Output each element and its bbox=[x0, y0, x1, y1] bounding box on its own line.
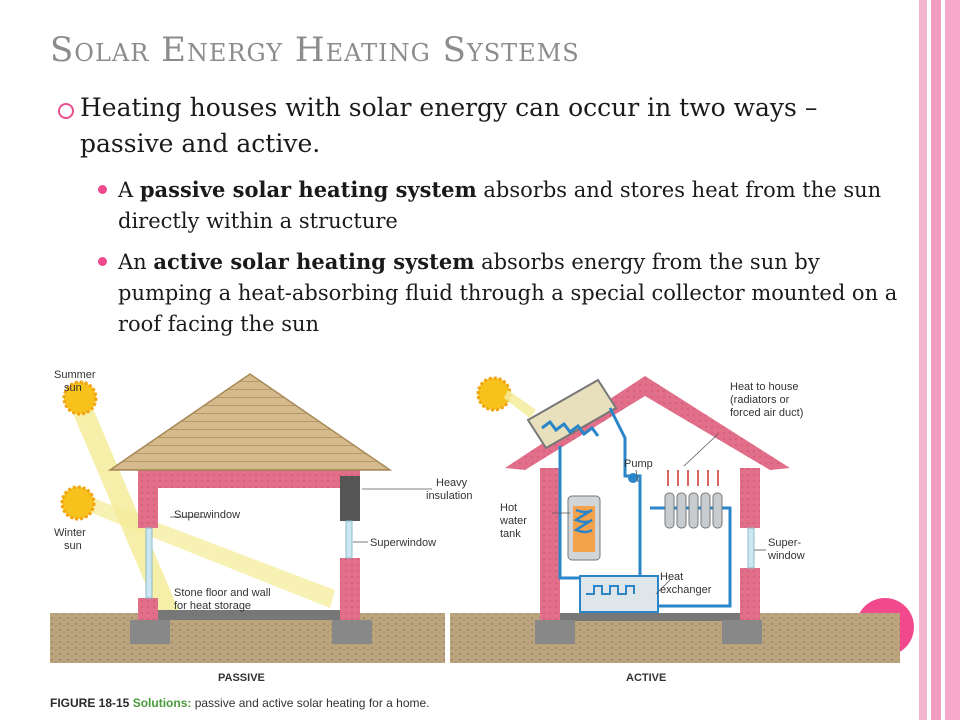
super-window-label: Super- bbox=[768, 537, 801, 549]
figure-number: FIGURE 18-15 bbox=[50, 696, 130, 710]
summer-sun-icon bbox=[62, 380, 98, 416]
wall bbox=[138, 468, 158, 528]
heavy-insulation-label: Heavy bbox=[436, 477, 468, 489]
stone-floor bbox=[158, 610, 340, 620]
foundation bbox=[535, 620, 575, 644]
figure-caption-text: passive and active solar heating for a h… bbox=[191, 696, 430, 710]
active-house: Heat to house (radiators or forced air d… bbox=[450, 376, 900, 684]
heavy-insulation-label: insulation bbox=[426, 490, 472, 502]
hot-water-tank-label: Hot bbox=[500, 502, 517, 514]
passive-house: Summer sun Winter sun Superwindow Superw… bbox=[50, 369, 472, 684]
superwindow-label: Superwindow bbox=[370, 537, 436, 549]
decorative-border-stripe bbox=[919, 0, 927, 720]
decorative-border-stripe bbox=[945, 0, 960, 720]
wall bbox=[340, 558, 360, 620]
heat-arrows bbox=[667, 470, 719, 486]
figure-heading: Solutions: bbox=[132, 696, 192, 710]
foundation bbox=[130, 620, 170, 644]
sub-bullet-prefix: A bbox=[118, 178, 140, 202]
wall bbox=[340, 476, 360, 521]
roof bbox=[107, 373, 393, 471]
tank-coil-tube bbox=[573, 508, 593, 534]
stone-floor-label: for heat storage bbox=[174, 600, 251, 612]
stone-floor-label: Stone floor and wall bbox=[174, 587, 271, 599]
sub-bullet-passive: A passive solar heating system absorbs a… bbox=[98, 174, 898, 237]
decorative-border-gap bbox=[941, 0, 945, 720]
superwindow bbox=[145, 527, 153, 599]
solar-heating-figure: Summer sun Winter sun Superwindow Superw… bbox=[50, 358, 900, 720]
sub-bullet-term: passive solar heating system bbox=[139, 177, 477, 202]
superwindow bbox=[345, 520, 353, 559]
passive-house-label: PASSIVE bbox=[218, 672, 265, 684]
active-house-label: ACTIVE bbox=[626, 672, 666, 684]
superwindow-label: Superwindow bbox=[174, 509, 240, 521]
sub-bullet-active: An active solar heating system absorbs e… bbox=[98, 246, 898, 340]
pipe bbox=[558, 446, 580, 580]
sun-icon bbox=[476, 376, 512, 412]
foundation bbox=[332, 620, 372, 644]
summer-sun-label: Summer bbox=[54, 369, 96, 381]
decorative-border-gap bbox=[927, 0, 931, 720]
winter-sun-label: Winter bbox=[54, 527, 86, 539]
super-window-label: window bbox=[767, 550, 805, 562]
ceiling-insulation bbox=[138, 468, 360, 488]
collector-tubes bbox=[541, 419, 600, 437]
summer-sun-label: sun bbox=[64, 382, 82, 394]
wall bbox=[138, 598, 158, 620]
sun-ray bbox=[504, 390, 536, 418]
ground bbox=[450, 613, 900, 663]
hot-water-tank-label: water bbox=[499, 515, 527, 527]
pump-label: Pump bbox=[624, 458, 653, 470]
active-roof bbox=[505, 376, 790, 470]
wall bbox=[540, 468, 560, 620]
sub-bullet-prefix: An bbox=[118, 250, 154, 274]
heat-to-house-label: forced air duct) bbox=[730, 407, 803, 419]
heat-exchanger-label: Heat bbox=[660, 571, 683, 583]
exchanger-coil bbox=[586, 585, 635, 595]
heat-to-house-label: (radiators or bbox=[730, 394, 790, 406]
pump bbox=[628, 473, 638, 483]
sub-bullet-term: active solar heating system bbox=[153, 249, 475, 274]
wall bbox=[740, 468, 760, 528]
sub-bullet-text: absorbs energy from the sun by pumping a… bbox=[118, 250, 898, 336]
sub-bullet-text: absorbs and stores heat from the sun dir… bbox=[118, 178, 882, 233]
winter-sun-label: sun bbox=[64, 540, 82, 552]
wall bbox=[740, 568, 760, 620]
radiator bbox=[664, 492, 723, 529]
floor bbox=[560, 613, 740, 621]
figure-caption: FIGURE 18-15 Solutions: passive and acti… bbox=[50, 696, 430, 710]
heat-exchanger-label: exchanger bbox=[660, 584, 712, 596]
foundation bbox=[722, 620, 762, 644]
ground bbox=[50, 613, 445, 663]
solar-collector bbox=[526, 378, 618, 450]
solar-heating-illustration: Summer sun Winter sun Superwindow Superw… bbox=[50, 369, 900, 684]
winter-sun-icon bbox=[60, 485, 96, 521]
superwindow bbox=[747, 527, 755, 569]
decorative-border-stripe bbox=[931, 0, 941, 720]
heat-to-house-label: Heat to house bbox=[730, 381, 799, 393]
hot-water-tank-label: tank bbox=[500, 528, 521, 540]
pipe bbox=[608, 407, 642, 588]
main-bullet: Heating houses with solar energy can occ… bbox=[58, 90, 890, 162]
slide-title: Solar Energy Heating Systems bbox=[50, 30, 580, 70]
